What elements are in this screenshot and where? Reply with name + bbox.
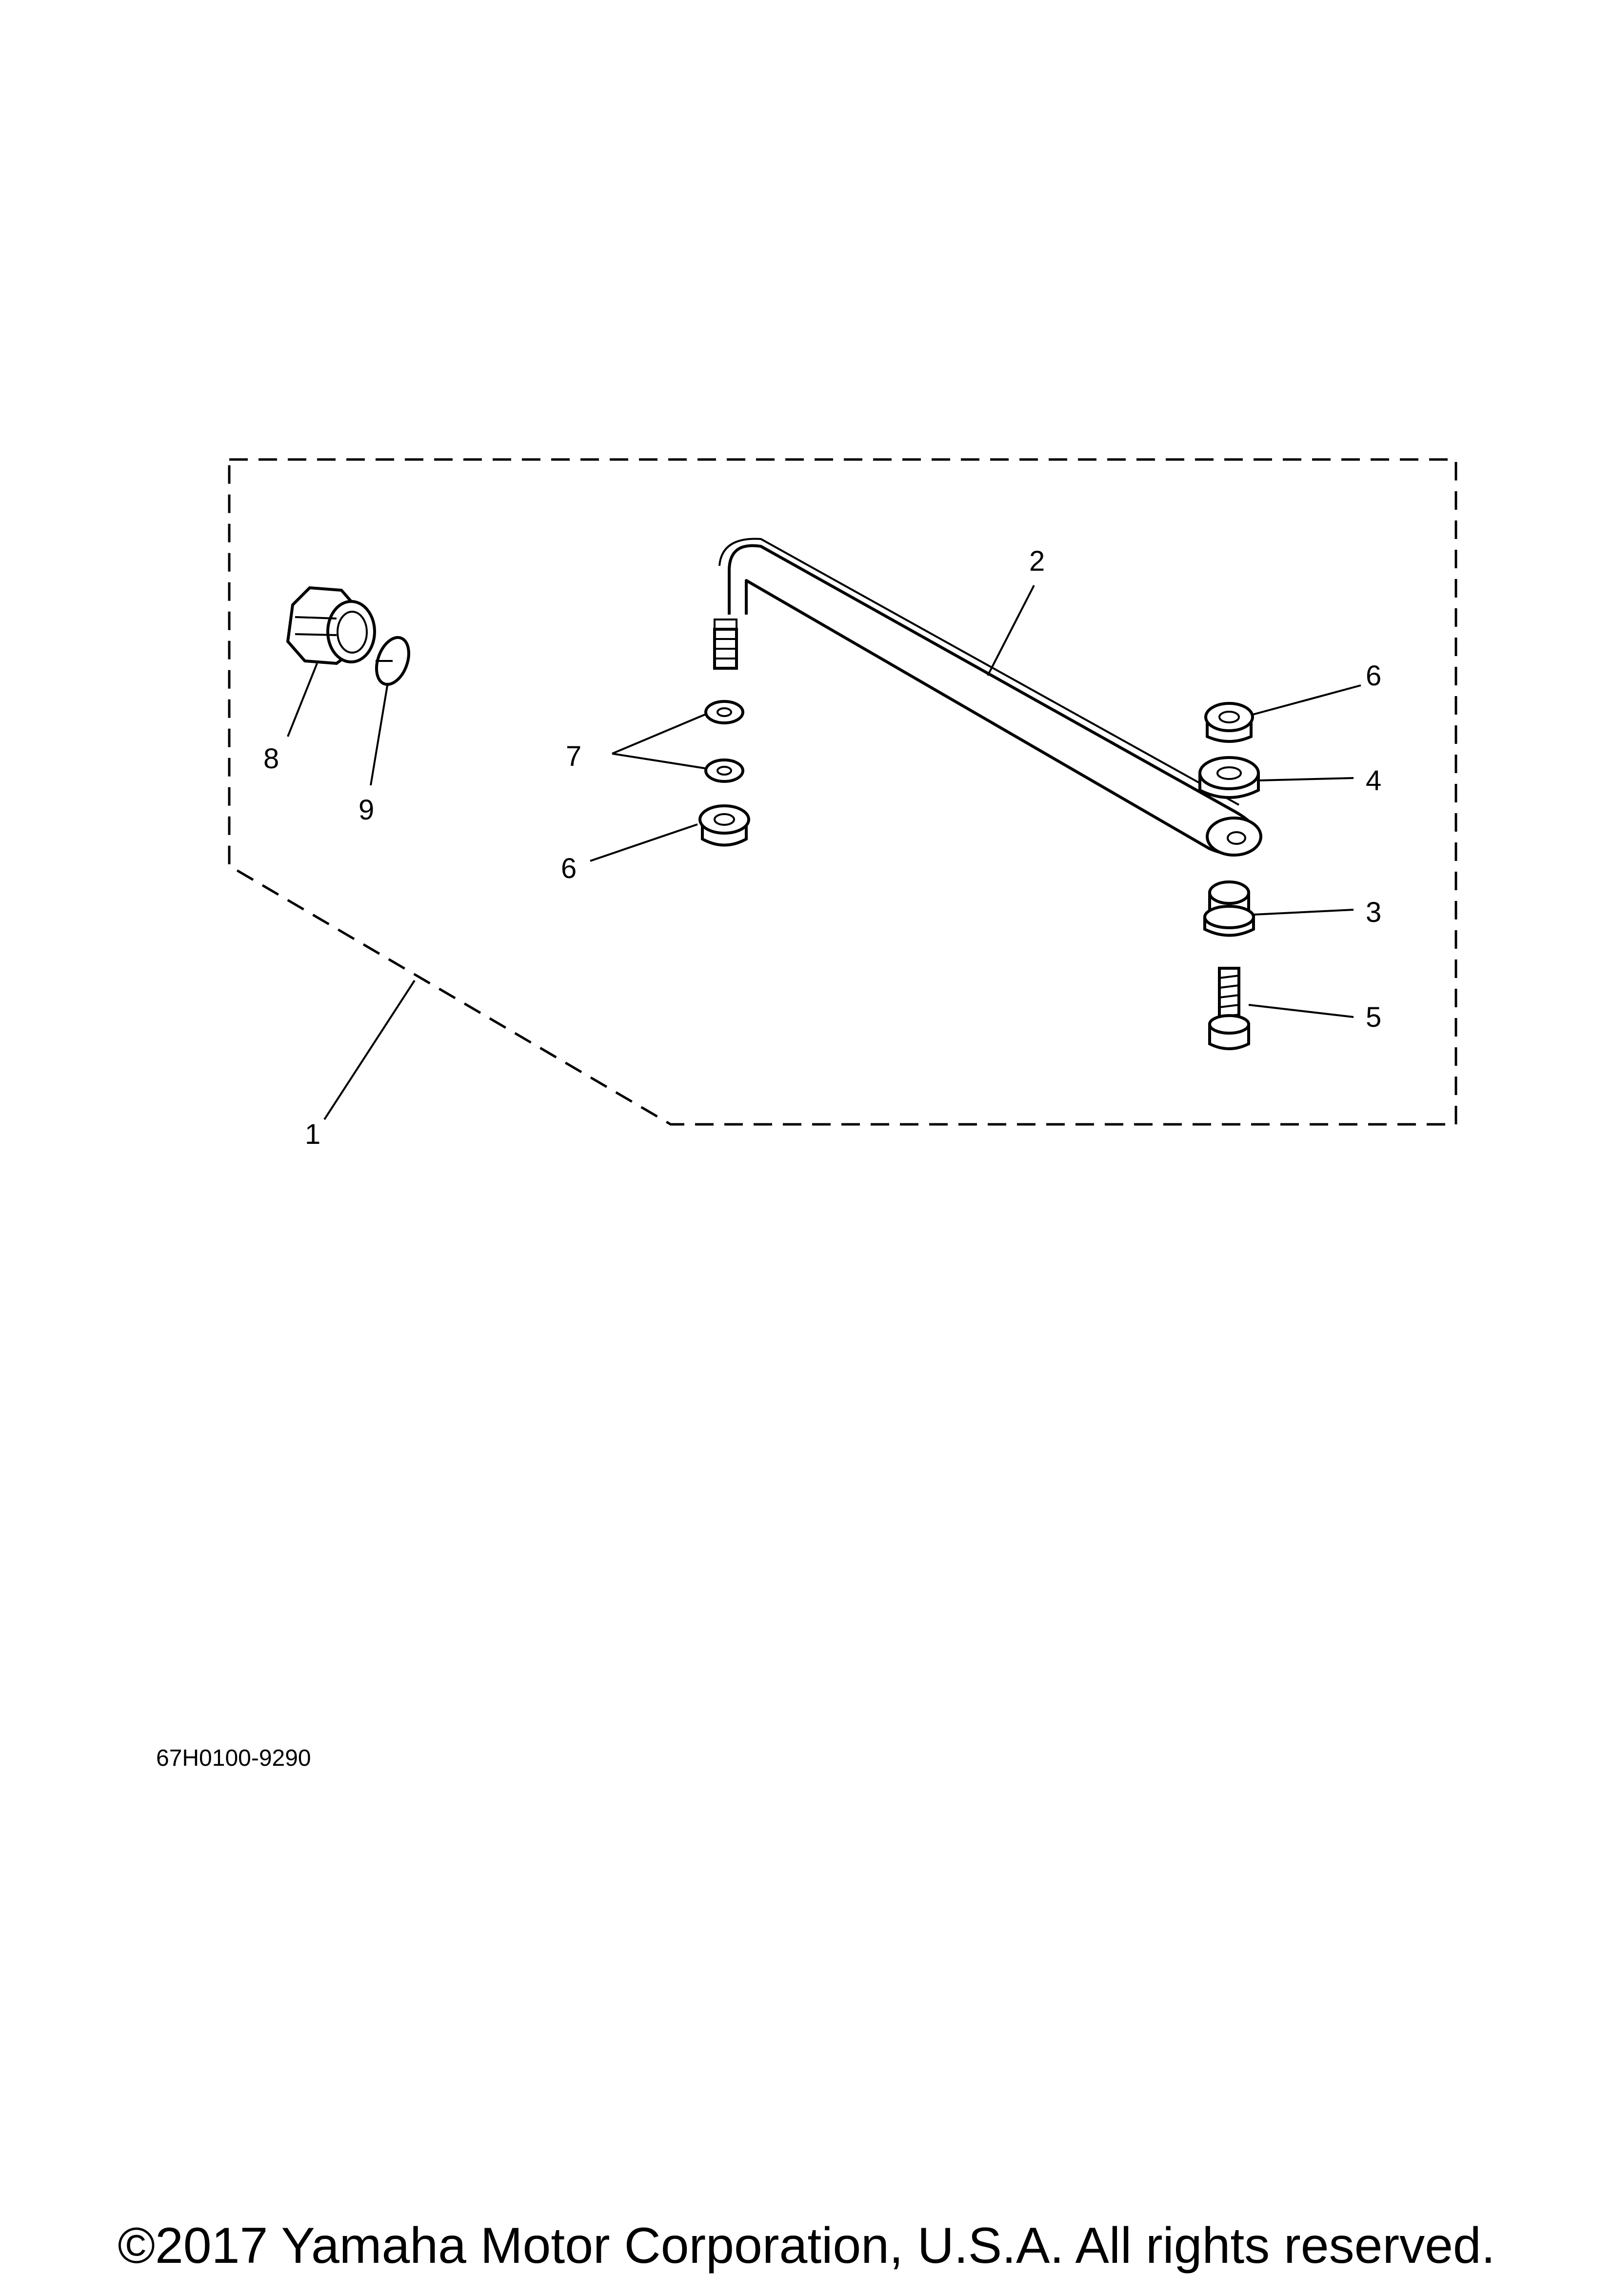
callout-6-lower: 6 <box>561 853 577 884</box>
copyright-notice: ©2017 Yamaha Motor Corporation, U.S.A. A… <box>118 2217 1495 2274</box>
document-code: 67H0100-9290 <box>156 1745 311 1771</box>
part-8-fitting <box>286 586 376 665</box>
callout-3: 3 <box>1366 897 1381 928</box>
part-3-collar <box>1203 880 1255 937</box>
part-5-bolt <box>1208 967 1250 1050</box>
callout-7: 7 <box>566 740 581 772</box>
leader-lines <box>287 585 1361 1120</box>
part-2-steering-rod <box>713 538 1262 857</box>
part-7-washers <box>704 700 744 783</box>
callout-2: 2 <box>1029 545 1045 577</box>
callout-5: 5 <box>1366 1001 1381 1033</box>
part-4-bushing <box>1198 756 1260 799</box>
part-6-nut-lower <box>698 804 750 847</box>
part-6-nut-upper <box>1204 702 1254 743</box>
callout-9: 9 <box>358 794 374 826</box>
kit-boundary-dashed <box>228 458 1457 1126</box>
callout-8: 8 <box>263 743 279 775</box>
callout-6-upper: 6 <box>1366 660 1381 692</box>
callout-1: 1 <box>305 1118 320 1150</box>
callout-4: 4 <box>1366 765 1381 797</box>
